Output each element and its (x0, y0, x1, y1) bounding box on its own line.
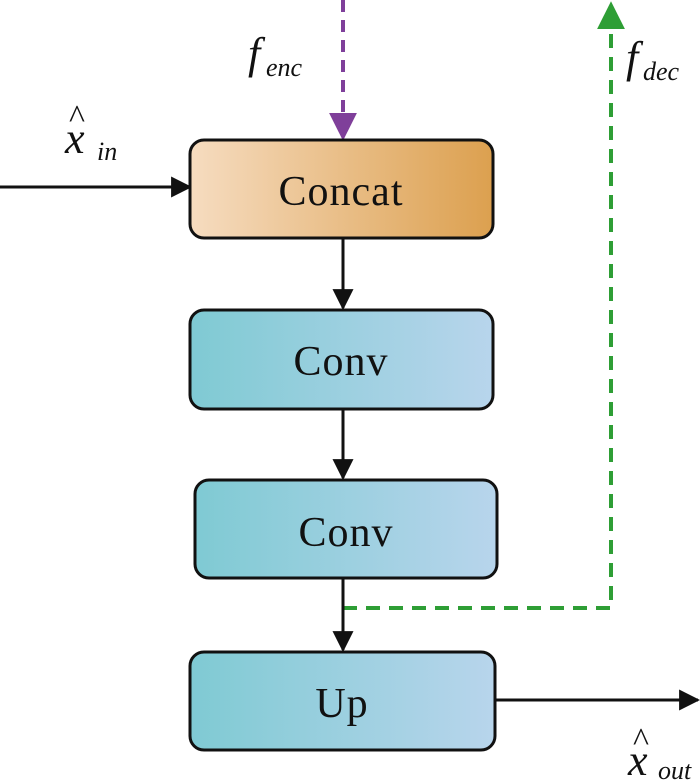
x-out-label: ^ x out (627, 722, 692, 781)
x-out-hat: ^ (633, 722, 649, 759)
x-in-sub: in (97, 137, 117, 166)
concat-label: Concat (279, 169, 404, 215)
f-enc-label: f enc (248, 29, 303, 82)
conv-2-label: Conv (298, 510, 393, 556)
x-in-main: x (64, 114, 85, 163)
f-enc-main: f (248, 29, 266, 78)
x-in-label: ^ x in (64, 99, 117, 166)
concat-block: Concat (188, 138, 495, 240)
up-block: Up (188, 650, 497, 752)
conv-1-label: Conv (293, 339, 388, 385)
up-label: Up (315, 681, 368, 727)
f-dec-label: f dec (626, 33, 680, 86)
f-enc-sub: enc (266, 53, 303, 82)
conv-block-2: Conv (193, 478, 499, 580)
x-out-sub: out (658, 756, 692, 781)
x-out-main: x (627, 736, 648, 781)
f-dec-main: f (626, 33, 644, 82)
f-dec-arrow (343, 1, 625, 610)
f-dec-sub: dec (643, 57, 680, 86)
conv-block-1: Conv (188, 308, 495, 411)
x-in-hat: ^ (69, 99, 85, 136)
